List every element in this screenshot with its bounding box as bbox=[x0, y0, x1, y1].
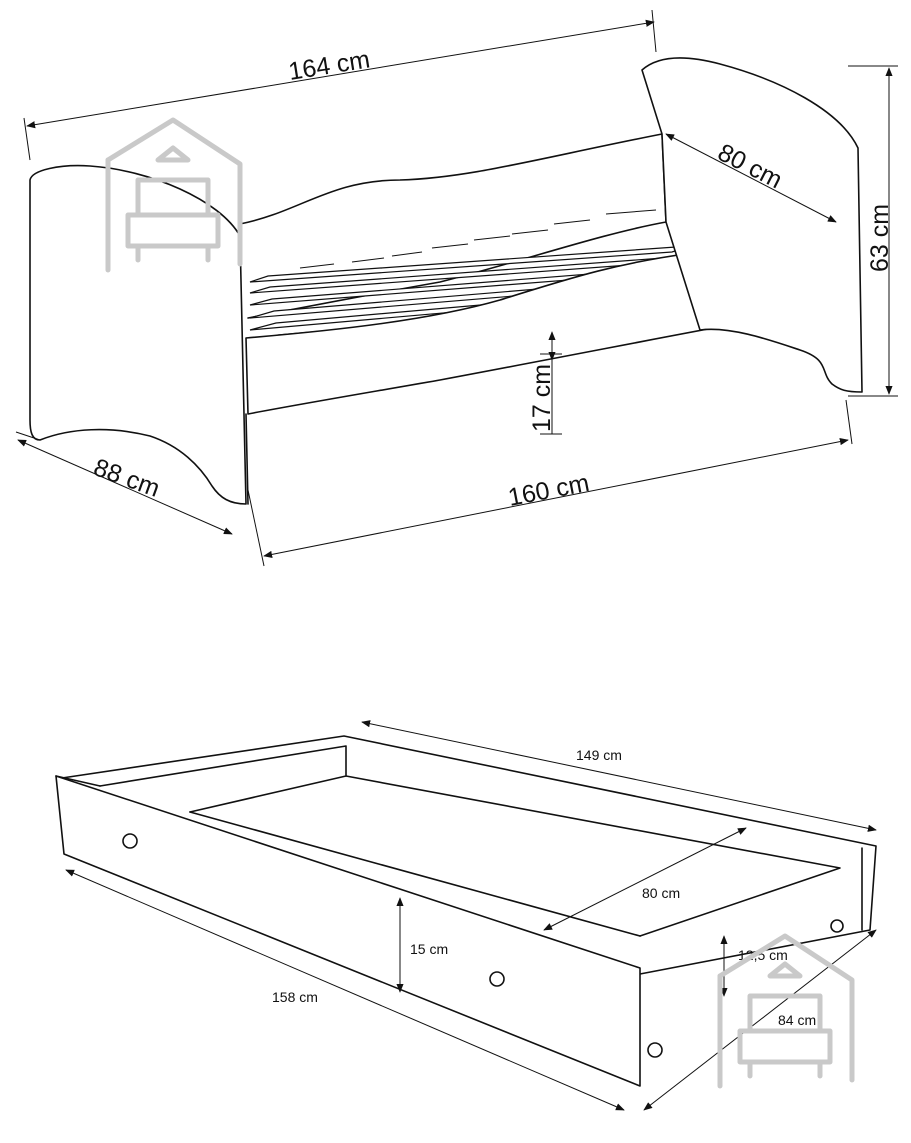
bed-drawing bbox=[29, 57, 863, 505]
bed-width-foot-label: 88 cm bbox=[90, 453, 164, 503]
drawer-handle-left bbox=[122, 833, 138, 849]
bed-length-top-label: 164 cm bbox=[287, 45, 372, 85]
drawer-height-front-label: 15 cm bbox=[410, 941, 448, 957]
drawer-length-bottom-label: 158 cm bbox=[272, 989, 318, 1005]
drawer-width-inner-label: 80 cm bbox=[642, 885, 680, 901]
bed-length-bottom-label: 160 cm bbox=[506, 469, 592, 512]
bed-height-side-label: 17 cm bbox=[528, 364, 556, 432]
house-sofa-icon bbox=[105, 117, 243, 273]
bed-headboard bbox=[641, 57, 863, 393]
drawer-width-side-label: 84 cm bbox=[778, 1012, 816, 1028]
drawer-wheel-front bbox=[647, 1042, 663, 1058]
drawer-handle-right bbox=[489, 971, 505, 987]
drawer-front-panel bbox=[55, 775, 641, 1087]
drawer-dimensions: 149 cm 80 cm 15 cm 12,5 cm 158 cm 84 cm bbox=[65, 720, 877, 1111]
bed-height-head-label: 63 cm bbox=[866, 204, 894, 272]
drawer-length-top-label: 149 cm bbox=[576, 747, 622, 763]
drawer-wheel-back bbox=[830, 919, 844, 933]
house-sofa-icon bbox=[717, 933, 855, 1089]
